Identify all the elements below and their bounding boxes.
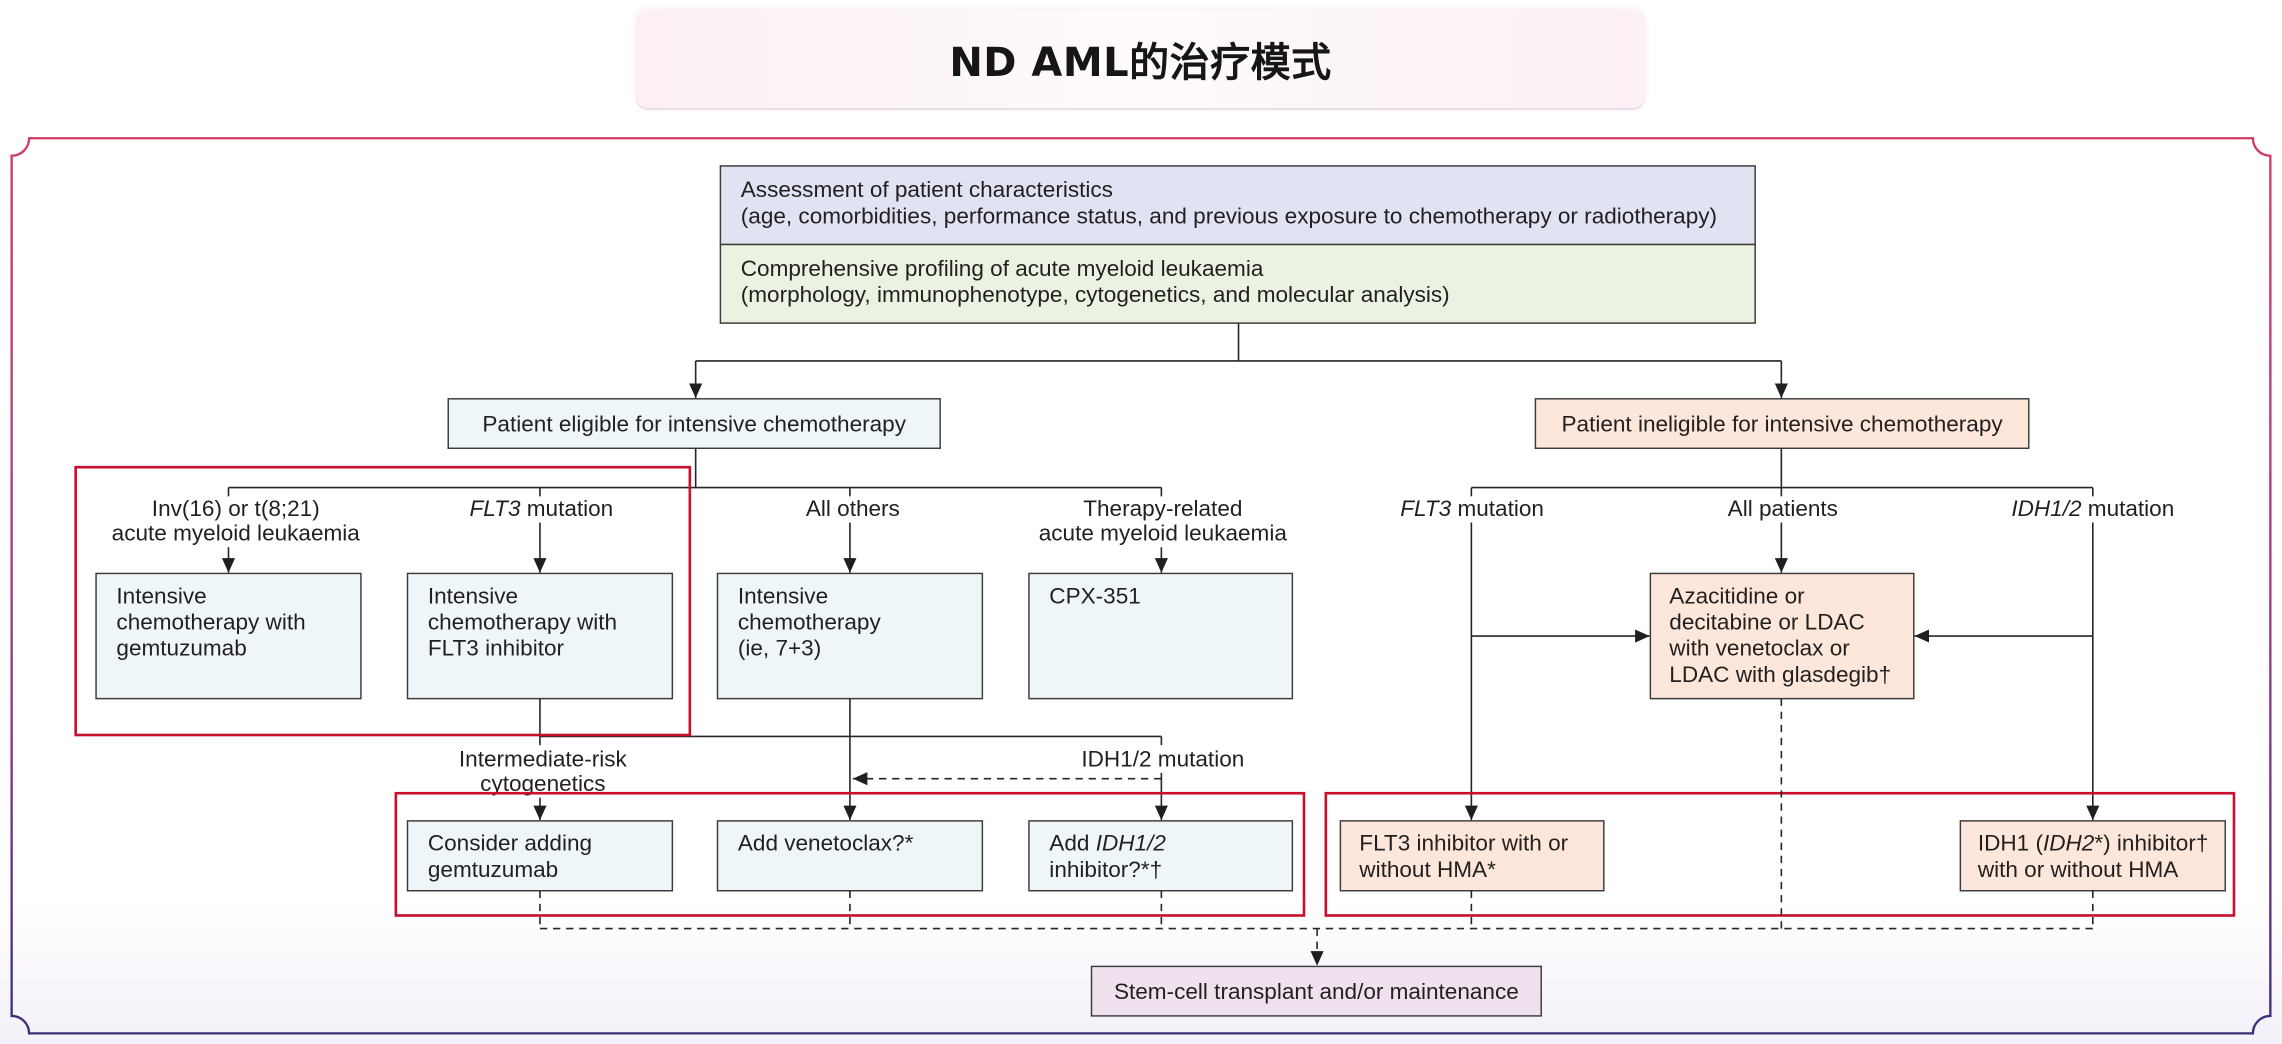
consider-gemtuzumab-box [406,820,674,892]
flt3-chemo-line1: Intensive [428,583,518,608]
ineligible-branch: Patient ineligible for intensive chemoth… [1339,398,2226,892]
idh-inhibitor-prefix: IDH1 ( [1978,831,2044,856]
eligible-branch: Patient eligible for intensive chemother… [95,398,1294,892]
page-title: ND AML的治疗模式 [949,40,1332,86]
hma-combo-line3: with venetoclax or [1668,636,1850,661]
gemtuzumab-chemo-line3: gemtuzumab [116,636,246,661]
gemtuzumab-chemo-line2: chemotherapy with [116,609,305,634]
top-connectors [689,323,1788,399]
standard-chemo-line1: Intensive [738,583,828,608]
profiling-detail: (morphology, immunophenotype, cytogeneti… [741,282,1450,307]
cpx351-box [1028,572,1294,700]
slide-frame [10,137,2272,1035]
hma-combo-line4: LDAC with glasdegib† [1669,662,1891,687]
profiling-title: Comprehensive profiling of acute myeloid… [741,256,1264,281]
label-all-patients: All patients [1728,496,1838,521]
hma-combo-line1: Azacitidine or [1669,583,1805,608]
eligible-box [447,398,941,450]
highlight-box-ineligible-targeted [1324,791,2236,917]
consider-gemtuzumab-line1: Consider adding [428,831,592,856]
standard-chemo-line3: (ie, 7+3) [738,636,821,661]
standard-chemo-box [716,572,984,700]
gemtuzumab-chemo-box [95,572,362,700]
ineligible-box [1534,398,2030,450]
transplant-box [1090,965,1542,1017]
gene-idh1-2: IDH1/2 [1096,831,1167,856]
ineligible-label: Patient ineligible for intensive chemoth… [1561,412,2003,437]
label-idh-mutation-eligible: IDH1/2 mutation [1081,746,1244,771]
flt3-inhibitor-line1: FLT3 inhibitor with or [1359,831,1568,856]
mutation-word: mutation [1451,496,1544,521]
label-flt3-mutation-eligible: FLT3 mutation [470,496,614,521]
label-idh-mutation-ineligible: IDH1/2 mutation [2011,496,2174,521]
highlight-boxes [74,465,2236,917]
transplant-group: Stem-cell transplant and/or maintenance [1090,965,1542,1017]
title-banner: ND AML的治疗模式 [636,10,1645,108]
gene-idh1-2: IDH1/2 [2011,496,2082,521]
assessment-group: Assessment of patient characteristics (a… [719,165,1756,324]
mutation-word: mutation [520,496,613,521]
label-therapy-related-line2: acute myeloid leukaemia [1039,521,1288,546]
assessment-detail: (age, comorbidities, performance status,… [741,203,1717,228]
consider-gemtuzumab-line2: gemtuzumab [428,857,558,882]
idh-addon-line2: inhibitor?*† [1049,857,1162,882]
flt3-chemo-box [406,572,674,700]
idh-inhibitor-box [1959,820,2226,892]
cpx351-label: CPX-351 [1049,583,1140,608]
gene-flt3: FLT3 [1400,496,1451,521]
flt3-inhibitor-box [1339,820,1605,892]
transplant-label: Stem-cell transplant and/or maintenance [1114,979,1519,1004]
flt3-chemo-line2: chemotherapy with [428,609,617,634]
idh-addon-line1: Add IDH1/2 [1049,831,1166,856]
idh-inhibitor-line1: IDH1 (IDH2*) inhibitor† [1978,831,2209,856]
label-core-binding-line1: Inv(16) or t(8;21) [152,496,320,521]
highlight-box-eligible-addons [394,791,1306,917]
label-flt3-mutation-ineligible: FLT3 mutation [1400,496,1544,521]
flt3-chemo-line3: FLT3 inhibitor [428,636,565,661]
standard-chemo-line2: chemotherapy [738,609,882,634]
eligible-label: Patient eligible for intensive chemother… [482,412,906,437]
idh-inhibitor-suffix: *) inhibitor† [2094,831,2208,856]
gene-flt3: FLT3 [470,496,521,521]
label-core-binding-line2: acute myeloid leukaemia [112,521,361,546]
idh-addon-box [1028,820,1294,892]
flt3-inhibitor-line2: without HMA* [1358,857,1496,882]
label-all-others: All others [806,496,900,521]
assessment-title: Assessment of patient characteristics [741,177,1113,202]
hma-combo-line2: decitabine or LDAC [1669,609,1865,634]
hma-combo-box [1649,572,1915,700]
highlight-box-eligible-targeted [74,465,692,737]
gene-idh2: IDH2 [2043,831,2095,856]
label-intermediate-risk-line2: cytogenetics [480,771,605,796]
idh-inhibitor-line2: with or without HMA [1977,857,2178,882]
transplant-connectors [539,698,2094,966]
venetoclax-box [716,820,984,892]
profiling-box [719,243,1756,324]
label-intermediate-risk-line1: Intermediate-risk [459,746,628,771]
idh-addon-prefix: Add [1049,831,1095,856]
label-therapy-related-line1: Therapy-related [1083,496,1242,521]
gemtuzumab-chemo-line1: Intensive [116,583,206,608]
venetoclax-label: Add venetoclax?* [738,831,914,856]
mutation-word: mutation [2082,496,2175,521]
